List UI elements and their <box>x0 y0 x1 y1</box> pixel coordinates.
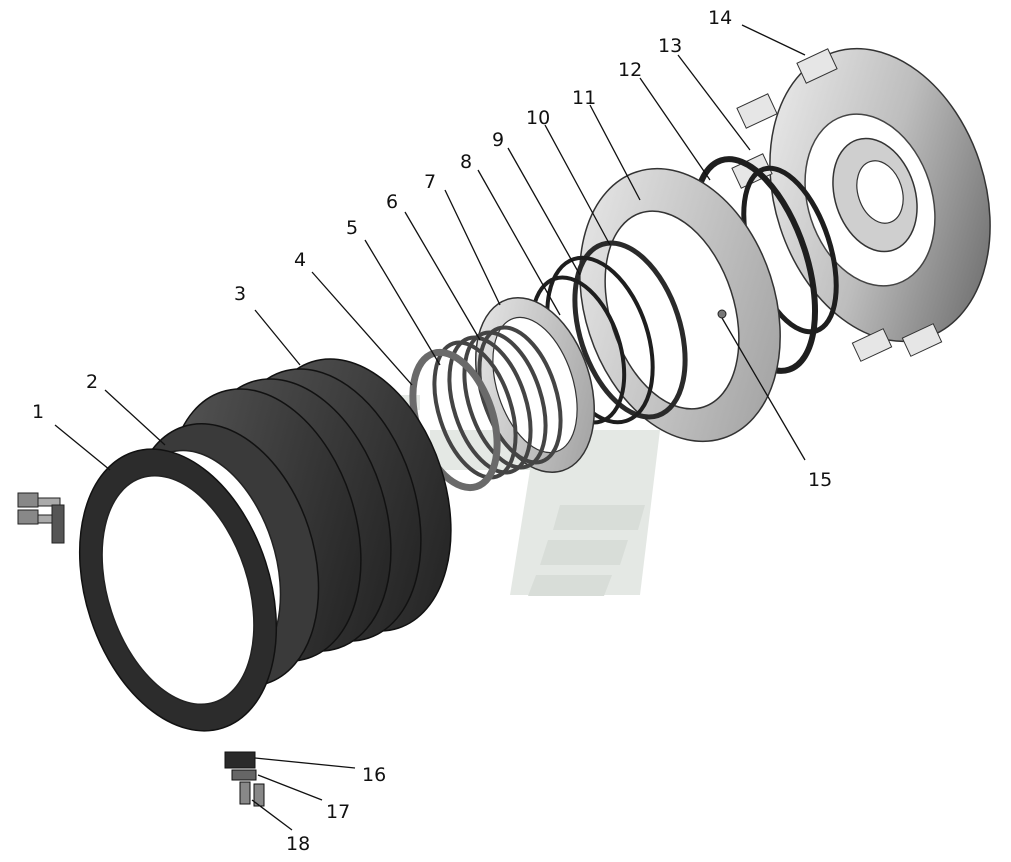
callout-4: 4 <box>294 249 306 271</box>
callout-15: 15 <box>808 469 832 491</box>
part-14-drum-housing <box>731 47 991 362</box>
callout-7: 7 <box>424 171 436 193</box>
callout-6: 6 <box>386 191 398 213</box>
callout-5: 5 <box>346 217 358 239</box>
part-10-seal <box>572 240 688 420</box>
callout-9: 9 <box>492 129 504 151</box>
callout-12: 12 <box>618 59 642 81</box>
callout-10: 10 <box>526 107 550 129</box>
part-15-pin <box>717 309 727 319</box>
callout-18: 18 <box>286 833 310 855</box>
callout-2: 2 <box>86 371 98 393</box>
callout-3: 3 <box>234 283 246 305</box>
callout-1: 1 <box>32 401 44 423</box>
callout-17: 17 <box>326 801 350 823</box>
bolt-assembly-upper <box>17 492 65 544</box>
part-17-washer <box>231 769 257 781</box>
callout-13: 13 <box>658 35 682 57</box>
part-11-thrust-plate <box>579 167 781 443</box>
part-16-clip <box>224 751 256 769</box>
part-18-bolts <box>239 781 265 807</box>
part-6-spring <box>432 325 563 480</box>
callout-11: 11 <box>572 87 596 109</box>
callout-labels: 1 2 3 4 5 6 7 8 9 10 11 12 13 14 15 16 1… <box>32 7 832 855</box>
part-1-pressure-plate <box>78 448 278 732</box>
callout-8: 8 <box>460 151 472 173</box>
leader-lines <box>54 24 806 831</box>
callout-16: 16 <box>362 764 386 786</box>
callout-14: 14 <box>708 7 732 29</box>
